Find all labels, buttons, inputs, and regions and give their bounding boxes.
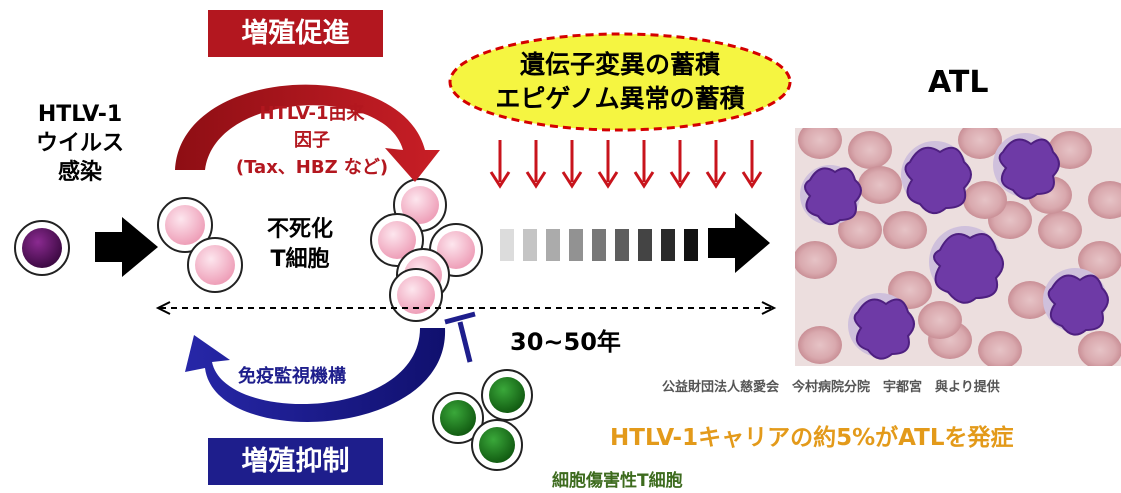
proliferating-tcell-cluster <box>370 178 483 322</box>
gradient-bar <box>661 229 675 261</box>
atl-blood-smear-image <box>795 128 1121 366</box>
immune-surveillance-label: 免疫監視機構 <box>238 366 346 387</box>
down-arrow <box>597 140 619 189</box>
immortal-line1: 不死化 <box>266 217 333 242</box>
progression-gradient-bars <box>500 229 698 261</box>
accumulation-ellipse <box>448 32 792 132</box>
progression-arrow-1 <box>95 217 158 277</box>
accumulation-label: 遺伝子変異の蓄積 エピゲノム異常の蓄積 <box>460 48 780 116</box>
down-arrow <box>705 140 727 189</box>
gradient-bar <box>546 229 560 261</box>
timeline-double-arrow <box>155 301 777 315</box>
promotion-banner: 増殖促進 <box>208 10 383 57</box>
viral-factors-line2: 因子 <box>294 130 330 151</box>
viral-factors-line1: HTLV-1由来 <box>259 103 365 124</box>
gradient-bar <box>592 229 606 261</box>
accumulation-line2: エピゲノム異常の蓄積 <box>495 84 745 113</box>
infection-label-line2: ウイルス <box>35 131 124 156</box>
viral-factors-line3: (Tax、HBZ など) <box>235 157 389 178</box>
suppression-banner: 増殖抑制 <box>208 438 383 485</box>
gradient-bar <box>638 229 652 261</box>
image-credit: 公益財団法人慈愛会 今村病院分院 宇都宮 與より提供 <box>662 380 1000 395</box>
cytotoxic-tcell-label: 細胞傷害性T細胞 <box>552 471 683 491</box>
carrier-note: HTLV-1キャリアの約5%がATLを発症 <box>610 425 1014 451</box>
infection-label-line3: 感染 <box>57 160 102 185</box>
inhibition-marker <box>444 311 476 363</box>
gradient-bar <box>615 229 629 261</box>
accumulation-line1: 遺伝子変異の蓄積 <box>519 50 720 79</box>
gradient-bar <box>500 229 514 261</box>
suppression-arc-arrow <box>185 328 446 422</box>
mutation-arrows <box>489 140 763 189</box>
down-arrow <box>669 140 691 189</box>
cytotoxic-tcell-cluster <box>432 369 533 471</box>
promotion-arc-arrow <box>175 84 440 182</box>
down-arrow <box>633 140 655 189</box>
down-arrow <box>741 140 763 189</box>
atl-title: ATL <box>928 65 989 100</box>
duration-label: 30~50年 <box>510 328 621 356</box>
immortalized-tcell-label: 不死化 T細胞 <box>245 215 355 275</box>
infection-label-line1: HTLV-1 <box>37 102 123 127</box>
gradient-bar <box>523 229 537 261</box>
gradient-bar <box>569 229 583 261</box>
gradient-bar <box>684 229 698 261</box>
viral-factors-label: HTLV-1由来 因子 (Tax、HBZ など) <box>222 100 402 181</box>
progression-arrow-2 <box>708 213 770 273</box>
down-arrow <box>489 140 511 189</box>
down-arrow <box>525 140 547 189</box>
immortalized-tcell-pair <box>157 197 243 293</box>
immortal-line2: T細胞 <box>270 247 330 272</box>
infected-cell <box>14 220 70 276</box>
infection-label: HTLV-1 ウイルス 感染 <box>20 100 140 187</box>
down-arrow <box>561 140 583 189</box>
